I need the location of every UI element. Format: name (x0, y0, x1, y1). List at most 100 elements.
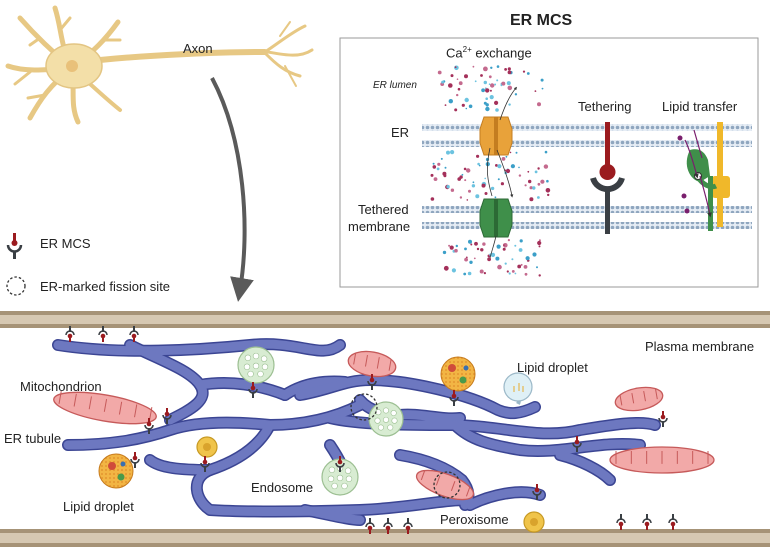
ca-exchange-label: Ca2+ exchange (446, 45, 532, 61)
lipid-transfer-label: Lipid transfer (662, 99, 738, 114)
calcium-ion-upper-59 (480, 74, 483, 77)
tethered-membrane-channel (479, 198, 513, 238)
legend-fission-site-icon (6, 276, 26, 296)
legend-fission-site-label: ER-marked fission site (40, 279, 171, 294)
calcium-ion-upper-3 (507, 67, 511, 71)
calcium-ion-middle-22 (505, 155, 508, 158)
calcium-ion-lower-19 (451, 268, 456, 273)
calcium-ion-middle-31 (494, 196, 497, 199)
calcium-ion-lower-43 (532, 252, 537, 257)
calcium-ion-lower-35 (508, 272, 511, 275)
calcium-ion-middle-68 (471, 184, 476, 188)
fission-site-peroxisome (433, 471, 461, 499)
er-tubule-6 (63, 418, 275, 450)
calcium-ion-middle-62 (490, 186, 495, 191)
mitochondrion-left (53, 391, 157, 425)
calcium-ion-middle-56 (466, 199, 469, 201)
mcs-organelle-9 (130, 452, 140, 468)
calcium-ion-lower-21 (514, 244, 517, 247)
calcium-ion-middle-45 (545, 188, 551, 193)
calcium-ion-upper-43 (489, 95, 494, 100)
calcium-ion-middle-14 (484, 192, 488, 195)
calcium-ion-upper-18 (464, 97, 469, 103)
calcium-ion-middle-61 (515, 151, 518, 154)
calcium-ion-lower-11 (504, 262, 507, 265)
calcium-ion-upper-29 (494, 100, 499, 105)
calcium-ion-middle-54 (446, 150, 450, 155)
calcium-ion-upper-57 (472, 65, 475, 68)
calcium-ion-lower-17 (518, 248, 523, 252)
er-calcium-channel (479, 116, 513, 156)
calcium-ion-middle-53 (505, 168, 511, 174)
calcium-ion-upper-49 (507, 70, 512, 75)
mcs-bottom-1 (383, 518, 393, 534)
er-tubule-0 (53, 339, 345, 356)
calcium-ion-middle-55 (509, 151, 512, 154)
calcium-ion-lower-29 (537, 240, 542, 246)
calcium-ion-upper-48 (441, 80, 445, 84)
calcium-ion-lower-14 (479, 269, 484, 274)
calcium-ion-upper-46 (506, 81, 511, 86)
calcium-ion-middle-40 (442, 171, 447, 176)
calcium-ion-lower-44 (502, 247, 506, 251)
mitochondrion-label: Mitochondrion (20, 379, 102, 394)
calcium-ion-middle-52 (459, 196, 463, 199)
mitochondrion-top-center (347, 350, 397, 378)
calcium-ion-lower-40 (525, 256, 530, 261)
calcium-ion-lower-16 (538, 274, 541, 277)
calcium-ion-upper-41 (507, 85, 513, 91)
endosome-upper (237, 346, 275, 384)
calcium-ion-middle-59 (433, 177, 438, 182)
calcium-ion-middle-2 (518, 174, 522, 177)
calcium-ion-middle-43 (484, 177, 487, 180)
calcium-ion-middle-32 (440, 157, 443, 160)
er-tubule-label: ER tubule (4, 431, 62, 446)
calcium-ion-lower-26 (480, 248, 484, 252)
legend-er-mcs-icon (6, 233, 23, 259)
calcium-ion-upper-5 (454, 65, 459, 71)
calcium-ion-middle-6 (463, 167, 467, 171)
calcium-ion-lower-25 (470, 243, 473, 246)
calcium-ion-middle-65 (477, 162, 480, 166)
calcium-ion-middle-34 (468, 189, 471, 193)
plasma-membrane-top (0, 311, 770, 328)
mcs-top-2 (129, 326, 139, 342)
calcium-ion-middle-58 (461, 173, 464, 176)
calcium-ion-upper-10 (474, 80, 477, 83)
calcium-ion-lower-24 (495, 256, 500, 261)
calcium-ion-middle-25 (532, 186, 536, 190)
calcium-ion-middle-4 (527, 170, 530, 173)
calcium-ion-lower-18 (449, 245, 454, 250)
calcium-ion-upper-27 (508, 103, 511, 106)
calcium-ion-middle-48 (450, 188, 455, 192)
calcium-ion-middle-16 (436, 167, 440, 171)
calcium-ion-middle-60 (543, 164, 549, 169)
plasma-membrane-label: Plasma membrane (645, 339, 755, 354)
calcium-ion-middle-5 (446, 185, 450, 189)
calcium-ion-lower-41 (496, 244, 501, 249)
calcium-ion-lower-53 (464, 247, 467, 251)
er-mcs-tethers (65, 326, 678, 534)
calcium-ion-lower-8 (524, 272, 528, 276)
calcium-ions (430, 65, 551, 277)
er-tubule-15 (555, 450, 615, 485)
peroxisome-icon-center (196, 436, 218, 458)
calcium-ion-upper-45 (483, 66, 488, 72)
mitochondrion-peroxisome-side (415, 469, 475, 501)
zoom-arrow (210, 77, 254, 302)
ion-flow-arrows (486, 86, 518, 259)
er-tubule-11 (145, 455, 215, 475)
calcium-ion-lower-13 (497, 264, 502, 270)
calcium-ion-lower-27 (463, 272, 467, 276)
mcs-bottom-5 (668, 514, 678, 530)
calcium-ion-lower-36 (442, 250, 447, 255)
calcium-ion-upper-56 (488, 75, 492, 79)
mcs-organelle-2 (449, 390, 459, 406)
calcium-ion-upper-21 (458, 81, 463, 86)
calcium-ion-upper-36 (514, 93, 518, 96)
calcium-ion-middle-42 (518, 166, 520, 169)
calcium-ion-middle-13 (475, 194, 480, 199)
calcium-ion-lower-38 (454, 248, 458, 253)
calcium-ion-middle-33 (444, 166, 447, 169)
calcium-ion-lower-5 (474, 241, 478, 246)
